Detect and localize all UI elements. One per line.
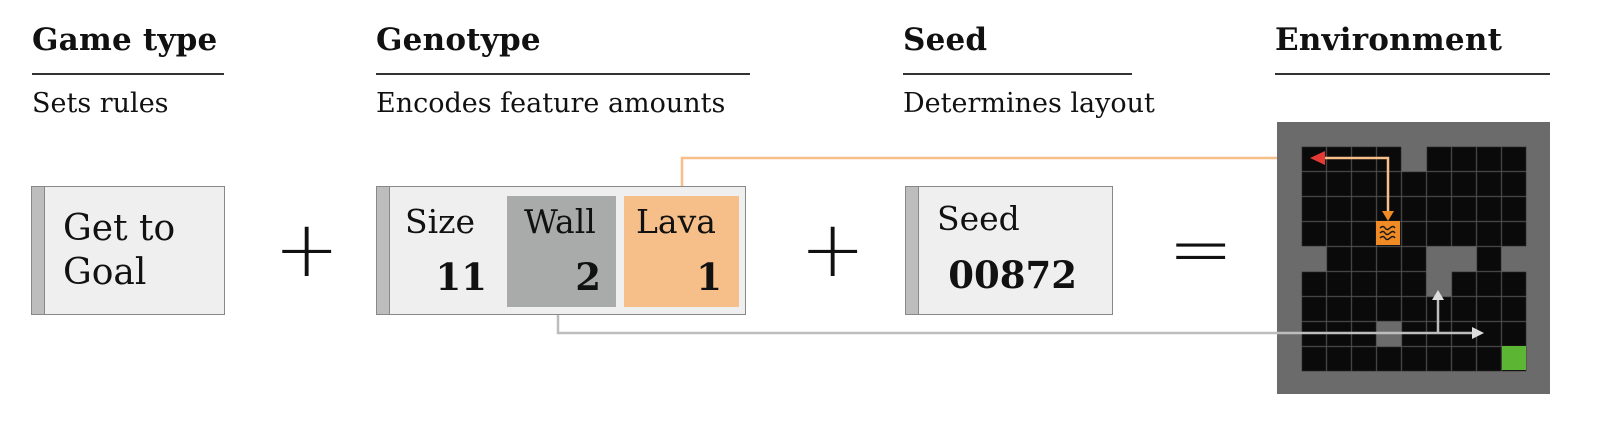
game-type-title: Game type: [32, 22, 218, 58]
lava-connector-arrowhead: [1382, 211, 1394, 221]
genotype-card: Size 11 Wall 2 Lava 1: [376, 186, 746, 315]
wall-cell: Wall 2: [507, 196, 616, 307]
seed-value: 00872: [948, 253, 1077, 297]
plus-operator-1: +: [274, 205, 340, 295]
genotype-subtitle: Encodes feature amounts: [376, 88, 726, 119]
seed-label: Seed: [937, 199, 1020, 238]
game-type-subtitle: Sets rules: [32, 88, 169, 119]
equals-operator: =: [1168, 205, 1234, 295]
environment-rule: [1275, 73, 1550, 75]
lava-value: 1: [696, 255, 722, 299]
wall-value: 2: [575, 255, 601, 299]
game-type-card: Get to Goal: [31, 186, 225, 315]
card-edge: [906, 187, 919, 314]
lava-cell: Lava 1: [624, 196, 739, 307]
game-type-rule: [32, 73, 224, 75]
lava-label: Lava: [636, 202, 716, 241]
seed-title: Seed: [903, 22, 988, 58]
plus-operator-2: +: [800, 205, 866, 295]
wall-connector-arrowhead: [1472, 327, 1484, 339]
game-type-line2: Goal: [63, 252, 147, 293]
environment-title: Environment: [1275, 22, 1503, 58]
genotype-rule: [376, 73, 750, 75]
size-value: 11: [435, 255, 488, 299]
wall-connector-line: [556, 306, 1476, 335]
genotype-title: Genotype: [376, 22, 541, 58]
card-edge: [32, 187, 45, 314]
card-edge: [377, 187, 390, 314]
seed-card: Seed 00872: [905, 186, 1113, 315]
size-label: Size: [405, 202, 476, 241]
wall-label: Wall: [524, 202, 596, 241]
seed-subtitle: Determines layout: [903, 88, 1155, 119]
game-type-line1: Get to: [63, 208, 176, 249]
seed-rule: [903, 73, 1132, 75]
